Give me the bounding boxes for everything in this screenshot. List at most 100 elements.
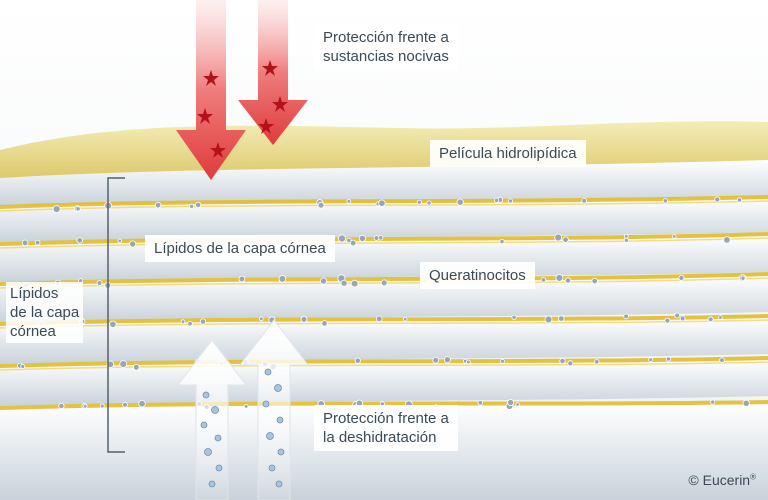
- keratinocyte-droplet: [319, 277, 327, 285]
- label-stratum-lipids-side: Lípidos de la capa córnea: [6, 282, 84, 343]
- keratinocyte-droplet: [443, 356, 451, 364]
- keratinocyte-droplet: [567, 360, 574, 367]
- registered-mark: ®: [750, 472, 756, 482]
- keratinocyte-droplet: [416, 199, 422, 205]
- keratinocyte-droplet: [243, 404, 249, 409]
- keratinocyte-droplet: [58, 402, 65, 410]
- keratinocyte-droplet: [109, 320, 117, 328]
- keratinocyte-droplet: [511, 314, 517, 320]
- keratinocyte-droplet: [340, 279, 348, 287]
- keratinocyte-droplet: [594, 359, 600, 365]
- keratinocyte-droplet: [558, 315, 565, 322]
- keratinocyte-droplet: [562, 236, 569, 243]
- harmful-substances-arrow: [176, 0, 308, 180]
- label-protection-dehydration: Protección frente a la deshidratación: [314, 405, 458, 451]
- keratinocyte-droplet: [117, 238, 122, 244]
- keratinocyte-droplet: [346, 199, 352, 204]
- keratinocyte-droplet: [555, 273, 564, 282]
- keratinocyte-droplet: [378, 199, 386, 207]
- keratinocyte-droplet: [187, 321, 193, 327]
- keratinocyte-droplet: [82, 403, 88, 409]
- keratinocyte-droplet: [581, 198, 587, 204]
- keratinocyte-droplet: [278, 275, 287, 283]
- keratinocyte-droplet: [544, 315, 553, 324]
- keratinocyte-droplet: [665, 356, 672, 362]
- label-protection-harmful: Protección frente a sustancias nocivas: [314, 24, 458, 70]
- keratinocyte-droplet: [52, 205, 61, 214]
- keratinocyte-droplet: [515, 402, 520, 407]
- copyright-symbol: ©: [688, 472, 699, 488]
- keratinocyte-droplet: [373, 235, 380, 241]
- keratinocyte-droplet: [456, 198, 464, 206]
- keratinocyte-droplet: [349, 239, 357, 247]
- keratinocyte-droplet: [591, 277, 598, 285]
- keratinocyte-droplet: [180, 319, 186, 325]
- keratinocyte-droplet: [403, 317, 408, 322]
- keratinocyte-droplet: [564, 277, 572, 284]
- keratinocyte-droplet: [466, 359, 471, 365]
- keratinocyte-droplet: [337, 234, 346, 243]
- keratinocyte-droplet: [122, 401, 128, 408]
- keratinocyte-droplet: [499, 239, 505, 245]
- keratinocyte-droplet: [648, 357, 654, 363]
- keratinocyte-droplet: [34, 239, 41, 246]
- keratinocyte-droplet: [350, 279, 359, 288]
- keratinocyte-droplet: [317, 201, 325, 209]
- keratinocyte-droplet: [540, 277, 547, 283]
- keratinocyte-droplet: [742, 399, 750, 407]
- copyright-notice: © Eucerin®: [688, 472, 756, 488]
- keratinocyte-droplet: [554, 233, 563, 242]
- keratinocyte-droplet: [426, 200, 432, 206]
- keratinocyte-droplet: [623, 313, 629, 320]
- keratinocyte-droplet: [707, 316, 714, 323]
- keratinocyte-droplet: [154, 201, 162, 209]
- keratinocyte-droplet: [623, 237, 629, 243]
- keratinocyte-droplet: [321, 320, 328, 327]
- keratinocyte-droplet: [96, 280, 103, 286]
- stratum-corneum-bracket: [107, 177, 125, 453]
- label-hydrolipid-film: Película hidrolipídica: [430, 140, 586, 167]
- keratinocyte-droplet: [679, 315, 686, 322]
- copyright-brand: Eucerin: [702, 472, 751, 488]
- keratinocyte-droplet: [719, 357, 725, 363]
- label-keratinocytes: Queratinocitos: [420, 262, 535, 289]
- label-stratum-lipids-inner: Lípidos de la capa córnea: [145, 235, 335, 262]
- keratinocyte-droplet: [258, 316, 264, 322]
- keratinocyte-droplet: [678, 274, 685, 281]
- keratinocyte-droplet: [432, 356, 440, 364]
- keratinocyte-droplet: [129, 240, 137, 248]
- keratinocyte-droplet: [375, 315, 383, 323]
- keratinocyte-droplet: [354, 357, 361, 364]
- keratinocyte-droplet: [477, 400, 483, 406]
- keratinocyte-droplet: [195, 201, 202, 208]
- keratinocyte-droplet: [76, 237, 83, 244]
- moisture-retention-arrow: [176, 319, 310, 500]
- keratinocyte-droplet: [380, 279, 388, 287]
- keratinocyte-droplet: [674, 312, 681, 319]
- keratinocyte-droplet: [300, 315, 308, 323]
- keratinocyte-droplet: [664, 317, 671, 324]
- keratinocyte-droplet: [740, 275, 746, 281]
- keratinocyte-droplet: [710, 399, 716, 405]
- keratinocyte-droplet: [99, 403, 105, 409]
- keratinocyte-droplet: [199, 318, 207, 325]
- keratinocyte-droplet: [75, 206, 81, 212]
- keratinocyte-droplet: [119, 360, 128, 369]
- keratinocyte-droplet: [189, 203, 195, 209]
- keratinocyte-droplet: [500, 358, 505, 364]
- keratinocyte-droplet: [672, 234, 677, 239]
- keratinocyte-droplet: [723, 236, 731, 244]
- keratinocyte-droplet: [559, 357, 566, 365]
- keratinocyte-droplet: [133, 363, 140, 371]
- keratinocyte-droplet: [493, 197, 500, 203]
- keratinocyte-droplet: [714, 196, 721, 203]
- keratinocyte-droplet: [736, 197, 743, 203]
- keratinocyte-droplet: [623, 234, 629, 239]
- keratinocyte-droplet: [138, 400, 146, 408]
- keratinocyte-droplet: [21, 239, 29, 247]
- keratinocyte-droplet: [507, 198, 513, 204]
- keratinocyte-droplet: [662, 198, 669, 204]
- keratinocyte-droplet: [507, 398, 515, 406]
